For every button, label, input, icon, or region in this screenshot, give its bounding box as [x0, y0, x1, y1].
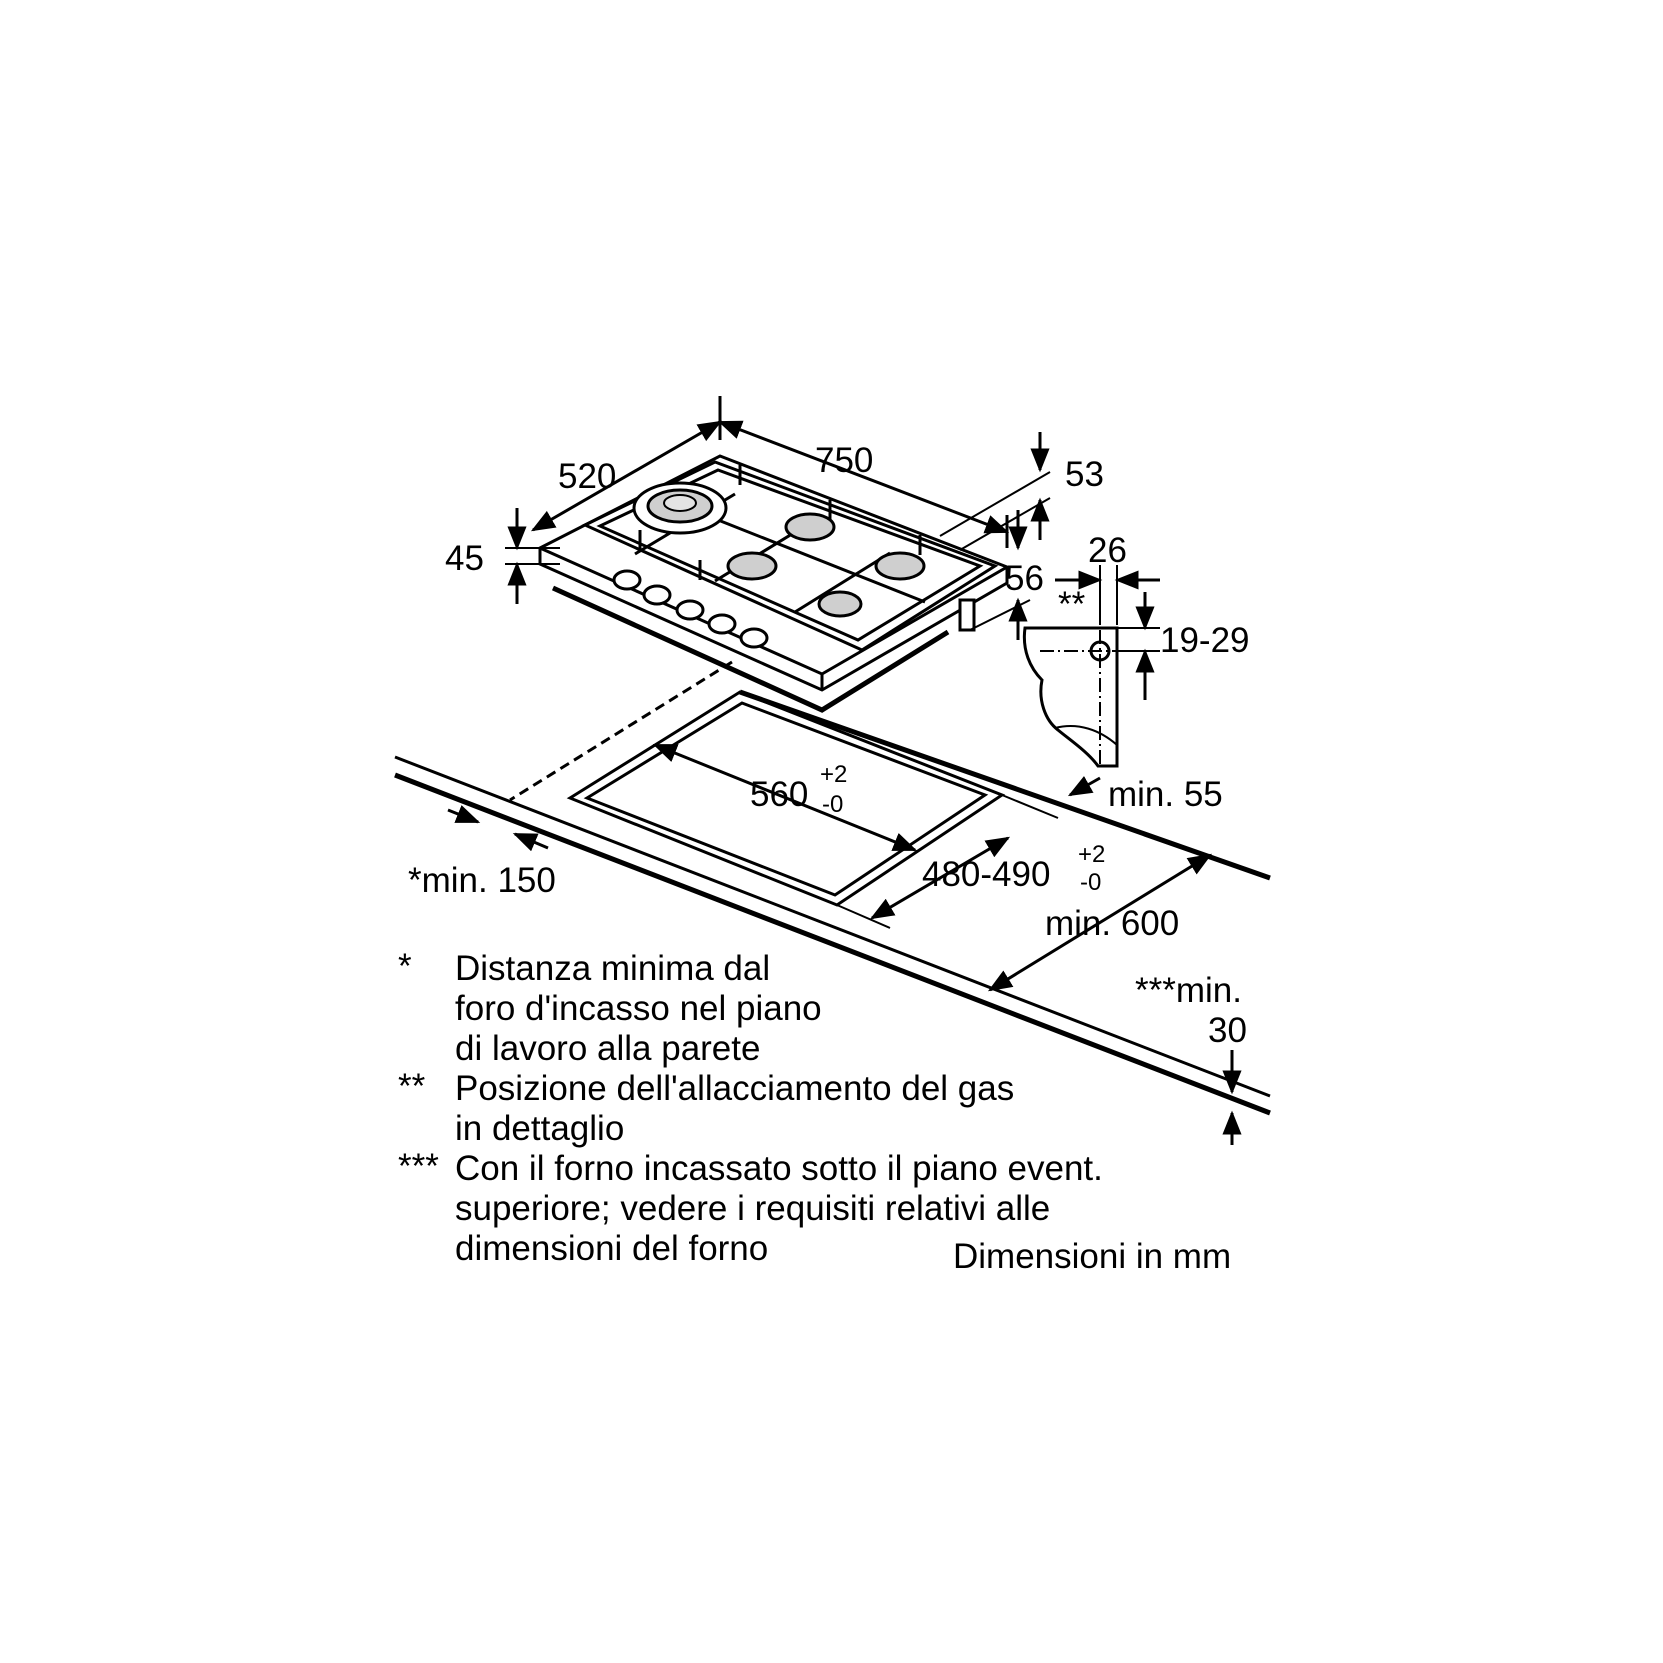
dim-cutout-depth-tol-minus: -0 [1080, 869, 1101, 896]
dim-cutout-width-tol-minus: -0 [822, 791, 843, 818]
dim-gas-range: 19-29 [1160, 621, 1250, 660]
dim-gas-offset: 26 [1088, 531, 1127, 570]
gas-connection-detail [1022, 565, 1132, 768]
dim-gas-height: 56 [1005, 559, 1044, 598]
note-3-line-3: dimensioni del forno [455, 1229, 768, 1268]
burner-rear-right [874, 551, 926, 581]
note-1-line-3: di lavoro alla parete [455, 1029, 760, 1068]
note-2-line-1: Posizione dell'allacciamento del gas [455, 1069, 1014, 1108]
footnotes: * Distanza minima dal foro d'incasso nel… [398, 947, 1231, 1276]
dim-min-thickness-label: ***min. [1135, 971, 1242, 1010]
dim-min-worktop: min. 600 [1045, 904, 1179, 943]
note-2-marker: ** [398, 1067, 426, 1106]
note-3-line-1: Con il forno incassato sotto il piano ev… [455, 1149, 1103, 1188]
note-1-line-1: Distanza minima dal [455, 949, 770, 988]
dim-min-thickness-value: 30 [1208, 1011, 1247, 1050]
note-1-line-2: foro d'incasso nel piano [455, 989, 822, 1028]
dim-cutout-depth: 480-490 [922, 855, 1050, 894]
note-2-line-2: in dettaglio [455, 1109, 624, 1148]
units-note: Dimensioni in mm [953, 1237, 1231, 1276]
burner-rear-middle [784, 512, 836, 542]
burner-front-middle [726, 551, 778, 581]
note-3-marker: *** [398, 1147, 439, 1186]
note-3-line-2: superiore; vedere i requisiti relativi a… [455, 1189, 1050, 1228]
dim-min-wall-back: *min. 150 [408, 861, 556, 900]
burner-front-right [817, 590, 863, 618]
gas-marker: ** [1058, 585, 1086, 624]
dim-height-front: 45 [445, 539, 484, 578]
dim-min-wall-side: min. 55 [1108, 775, 1223, 814]
dimension-lines [447, 396, 1242, 1145]
dim-width: 750 [815, 441, 873, 480]
control-knobs [612, 569, 769, 649]
dimension-labels: 520 750 45 53 56 26 ** 19-29 560 +2 -0 4… [408, 441, 1250, 1050]
dim-cutout-depth-tol-plus: +2 [1078, 841, 1105, 868]
dim-cutout-width: 560 [750, 775, 808, 814]
dim-height-back: 53 [1065, 455, 1104, 494]
dim-cutout-width-tol-plus: +2 [820, 761, 847, 788]
gas-connector [958, 598, 976, 632]
dim-depth: 520 [558, 457, 616, 496]
note-1-marker: * [398, 947, 412, 986]
burners [632, 481, 926, 618]
